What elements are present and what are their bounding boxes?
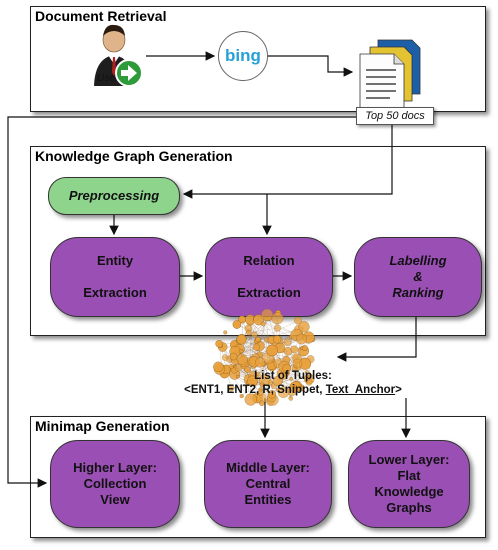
graph-node [213,361,224,372]
arrow-docs-to-higher-layer [7,116,356,488]
labelling-line2: & [413,268,423,284]
graph-node [267,390,277,399]
graph-node [289,376,293,381]
graph-node [227,384,235,392]
tuples-line2: <ENT1, ENT2, R, Snippet, Text_Anchor> [168,383,418,397]
user-label: User [97,73,119,84]
arrow-labelling-to-tuples [336,317,417,362]
graph-node [290,345,299,354]
relation-line1: Relation [243,252,295,268]
graph-node [239,393,244,399]
tuples-suffix: > [395,384,402,396]
graph-node [244,366,251,373]
panel-title-minimap: Minimap Generation [35,418,170,434]
graph-node [273,324,282,332]
panel-title-kg: Knowledge Graph Generation [35,148,233,164]
top-docs-label: Top 50 docs [356,107,434,125]
graph-node [234,364,243,372]
graph-node [246,329,252,336]
graph-node [255,336,261,343]
tuples-prefix: <ENT1, ENT2, R, Snippet, [184,384,326,396]
labelling-line3: Ranking [392,285,444,301]
graph-node [263,337,269,343]
higher-line2: Collection [83,475,147,491]
graph-node [261,308,274,322]
graph-node [252,343,261,351]
graph-node [306,375,311,381]
graph-node [223,330,228,335]
higher-line1: Higher Layer: [73,459,157,475]
graph-node [304,370,310,375]
middle-line1: Middle Layer: [226,459,310,475]
graph-node [236,353,248,365]
graph-edge [269,318,291,399]
graph-node [283,338,292,346]
graph-node [236,334,247,345]
arrow-bing-to-docs [268,55,354,77]
graph-node [296,333,307,345]
graph-node [271,312,284,325]
graph-node [292,358,303,369]
lower-layer-node: Lower Layer: Flat Knowledge Graphs [348,440,470,528]
tuples-text: List of Tuples: <ENT1, ENT2, R, Snippet,… [168,369,418,397]
graph-node [221,354,229,361]
graph-node [272,376,283,387]
lower-line2: Flat [397,467,421,483]
middle-line2: Central [245,475,291,491]
lower-line3: Knowledge [374,484,444,499]
graph-node [293,384,298,389]
tuples-anchor: Text_Anchor [325,384,396,396]
graph-node [259,382,265,388]
graph-node [228,364,234,370]
middle-line3: Entities [244,492,292,508]
preprocessing-label: Preprocessing [68,187,160,203]
graph-node [282,363,291,373]
preprocessing-node: Preprocessing [48,177,180,215]
entity-extraction-node: Entity Extraction [50,237,180,317]
graph-node [247,375,258,387]
graph-node [239,349,244,354]
entity-line1: Entity [96,252,134,268]
graph-node [259,400,265,406]
labelling-line1: Labelling [389,252,447,268]
graph-node [298,321,310,333]
graph-node [215,339,224,348]
higher-line3: View [100,492,130,508]
entity-line2: Extraction [83,285,147,300]
graph-node [288,396,294,401]
lower-line4: Graphs [386,500,432,516]
higher-layer-node: Higher Layer: Collection View [50,440,180,528]
graph-node [232,320,242,329]
graph-node [266,344,278,357]
panel-title-retrieval: Document Retrieval [35,8,167,24]
bing-search-engine: bing [218,31,268,81]
graph-node [238,315,246,324]
graph-node [257,389,264,396]
graph-node [260,321,266,327]
graph-node [267,380,273,386]
graph-node [229,352,238,361]
relation-line2: Extraction [237,285,301,300]
graph-node [244,393,257,406]
graph-node [255,357,266,368]
graph-node [236,374,240,379]
lower-line1: Lower Layer: [368,451,450,467]
graph-node [277,386,290,398]
graph-node [256,371,261,377]
graph-node [294,316,302,325]
middle-layer-node: Middle Layer: Central Entities [204,440,332,528]
arrow-docs-to-preprocessing [182,124,393,199]
graph-node [251,331,258,338]
tuples-line1: List of Tuples: [254,370,332,382]
graph-node [301,345,308,352]
labelling-ranking-node: Labelling & Ranking [354,237,482,317]
relation-extraction-node: Relation Extraction [205,237,333,317]
graph-node [273,335,282,344]
